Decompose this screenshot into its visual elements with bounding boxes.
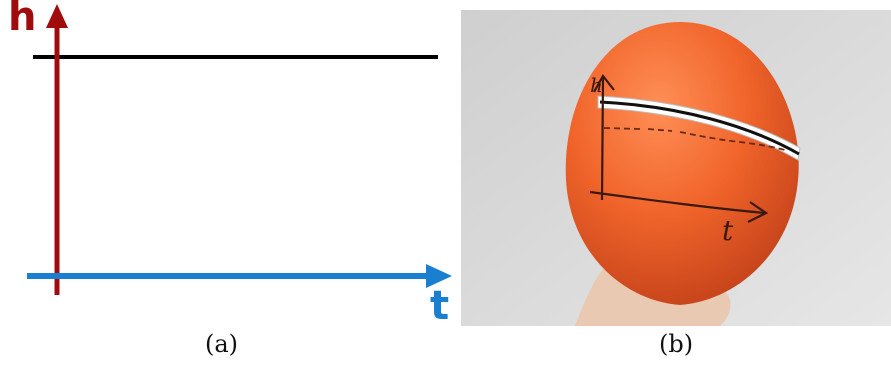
h-axis-label: h: [8, 0, 37, 40]
t-axis-label: t: [430, 283, 450, 329]
handwritten-h-axis: [593, 74, 615, 201]
handwritten-h-label: h: [590, 73, 603, 97]
water-level-band: [597, 95, 801, 161]
balloon: [565, 22, 799, 305]
t-axis-arrowhead: [426, 264, 452, 288]
caption-a: (a): [205, 330, 239, 358]
caption-b: (b): [659, 330, 694, 358]
handwritten-t-axis: [589, 190, 769, 223]
h-axis-arrowhead: [46, 4, 68, 28]
handwritten-t-label: t: [722, 214, 734, 247]
handwritten-dashed-level: [603, 127, 786, 151]
water-level-line: [599, 100, 800, 156]
